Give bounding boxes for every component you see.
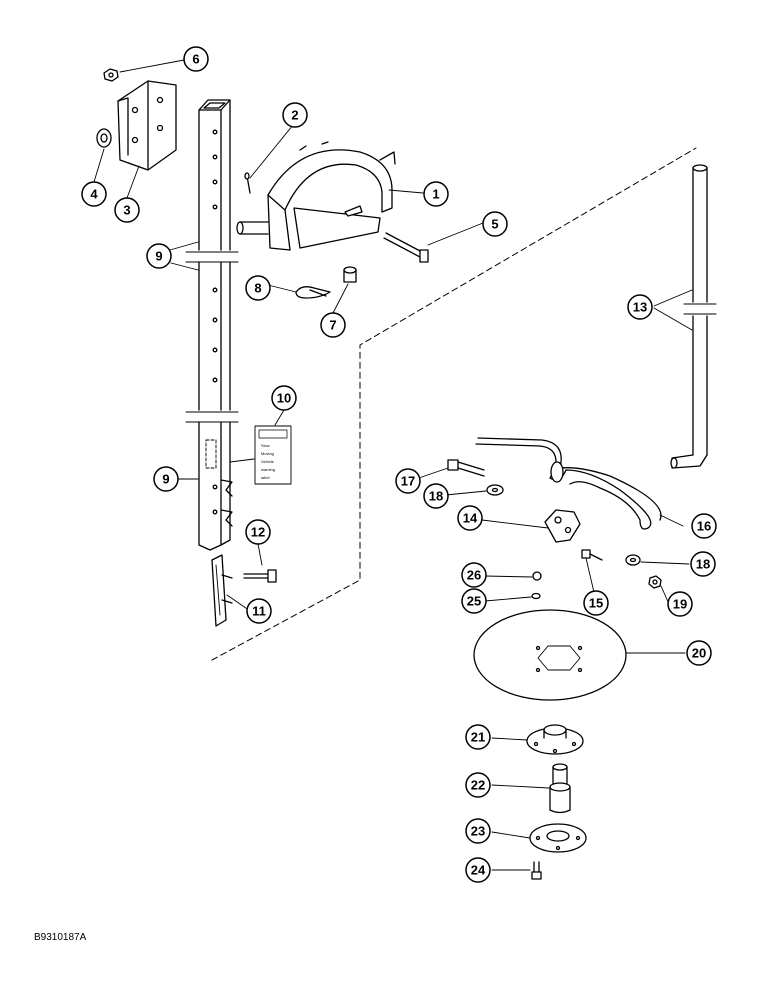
part-12-bolt	[243, 569, 277, 583]
callout-14-label: 14	[463, 511, 478, 526]
callout-23-label: 23	[471, 824, 485, 839]
leader-lines	[93, 59, 693, 871]
callout-26[interactable]: 26	[461, 562, 487, 588]
callout-26-label: 26	[467, 568, 481, 583]
decal-line-3: Vehicle	[261, 459, 275, 464]
callout-18-left[interactable]: 18	[423, 483, 449, 509]
callout-1-label: 1	[432, 187, 439, 202]
callout-21[interactable]: 21	[465, 724, 491, 750]
callout-15[interactable]: 15	[583, 590, 609, 616]
callout-4-label: 4	[90, 187, 98, 202]
callout-1[interactable]: 1	[423, 181, 449, 207]
callout-17-label: 17	[401, 474, 415, 489]
callout-9-lower-label: 9	[162, 472, 169, 487]
callout-11-label: 11	[252, 604, 266, 619]
callout-23[interactable]: 23	[465, 818, 491, 844]
callout-15-label: 15	[589, 596, 603, 611]
decal-line-4: warning	[261, 467, 275, 472]
callout-25[interactable]: 25	[461, 588, 487, 614]
callout-21-label: 21	[471, 730, 485, 745]
part-4-washer	[96, 128, 112, 148]
part-18-washer-2-inner	[629, 557, 637, 563]
part-20-disc	[473, 609, 627, 701]
callout-12[interactable]: 12	[245, 519, 271, 545]
callout-7[interactable]: 7	[320, 312, 346, 338]
callout-7-label: 7	[329, 318, 336, 333]
figure-code: B9310187A	[34, 932, 87, 943]
part-25-washer	[531, 592, 541, 600]
dashed-assembly-outline	[211, 147, 697, 661]
callout-3-label: 3	[123, 203, 130, 218]
part-19-nut	[648, 575, 662, 589]
callout-5-label: 5	[491, 217, 498, 232]
decal-line-5: label	[261, 475, 270, 480]
callout-9-lower[interactable]: 9	[153, 466, 179, 492]
part-6-nut	[103, 68, 119, 82]
callout-24[interactable]: 24	[465, 857, 491, 883]
callout-22-label: 22	[471, 778, 485, 793]
callout-2-label: 2	[291, 108, 298, 123]
callout-10[interactable]: 10	[271, 385, 297, 411]
part-13-rod	[670, 164, 717, 469]
part-2-pin	[244, 172, 251, 194]
part-8-clip	[295, 286, 331, 299]
callout-14[interactable]: 14	[457, 505, 483, 531]
callout-2[interactable]: 2	[282, 102, 308, 128]
callout-18-left-label: 18	[429, 489, 443, 504]
callout-9-upper-label: 9	[155, 249, 162, 264]
callout-24-label: 24	[471, 863, 486, 878]
callout-22[interactable]: 22	[465, 772, 491, 798]
part-9-tube-upper	[185, 99, 239, 423]
decal-line-2: Moving	[261, 451, 274, 456]
callout-10-label: 10	[277, 391, 291, 406]
decal-line-1: Slow	[261, 443, 270, 448]
callout-19-label: 19	[673, 597, 687, 612]
part-21-hub	[526, 724, 584, 755]
part-17-bolt	[447, 459, 485, 477]
callout-13[interactable]: 13	[627, 294, 653, 320]
callout-25-label: 25	[467, 594, 481, 609]
part-18-washer-inner	[491, 487, 499, 493]
callout-8-label: 8	[254, 281, 261, 296]
part-5-bolt	[383, 232, 429, 263]
part-7-pin	[343, 266, 357, 283]
part-23-flange	[529, 823, 587, 853]
callout-5[interactable]: 5	[482, 211, 508, 237]
part-18-washer-2	[625, 554, 641, 566]
part-16-rod	[475, 437, 662, 530]
part-22-shaft	[549, 763, 571, 814]
part-1-shield	[236, 141, 396, 251]
callout-6-label: 6	[192, 52, 199, 67]
callout-4[interactable]: 4	[81, 181, 107, 207]
callout-19[interactable]: 19	[667, 591, 693, 617]
callout-11[interactable]: 11	[246, 598, 272, 624]
callout-8[interactable]: 8	[245, 275, 271, 301]
callout-16-label: 16	[697, 519, 711, 534]
part-24-bolt	[531, 861, 542, 880]
part-9-tube-lower	[198, 421, 233, 551]
part-11-pad	[211, 554, 233, 627]
part-10-decal: Slow Moving Vehicle warning label	[229, 425, 292, 485]
callout-12-label: 12	[251, 525, 265, 540]
callout-18-right-label: 18	[696, 557, 710, 572]
callout-3[interactable]: 3	[114, 197, 140, 223]
callout-9-upper[interactable]: 9	[146, 243, 172, 269]
part-18-washer	[486, 484, 504, 496]
callout-17[interactable]: 17	[395, 468, 421, 494]
callout-20[interactable]: 20	[686, 640, 712, 666]
callout-16[interactable]: 16	[691, 513, 717, 539]
callout-18-right[interactable]: 18	[690, 551, 716, 577]
part-3-bracket	[117, 80, 177, 171]
part-26-nut	[532, 571, 542, 581]
part-15-screw	[581, 549, 603, 561]
callout-6[interactable]: 6	[183, 46, 209, 72]
part-14-block	[544, 509, 581, 543]
callout-13-label: 13	[633, 300, 647, 315]
callout-20-label: 20	[692, 646, 706, 661]
